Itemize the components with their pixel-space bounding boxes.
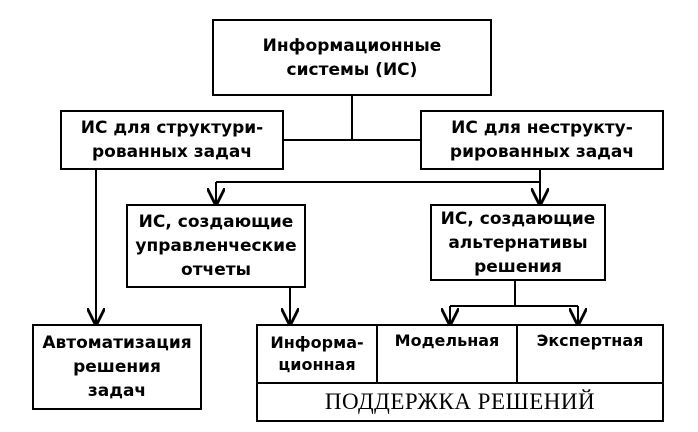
support-informational-cell: Информа- ционная — [258, 326, 378, 382]
reports-node: ИС, создающие управленческие отчеты — [126, 204, 306, 288]
alternatives-node: ИС, создающие альтернативы решения — [430, 204, 606, 281]
structured-node: ИС для структури- рованных задач — [60, 110, 284, 170]
unstructured-label: ИС для неструкту- рированных задач — [449, 118, 635, 162]
support-model-cell: Модельная — [378, 326, 518, 382]
support-informational-label: Информа- ционная — [270, 333, 364, 374]
structured-label: ИС для структури- рованных задач — [80, 118, 264, 162]
reports-label: ИС, создающие управленческие отчеты — [135, 212, 297, 280]
support-expert-cell: Экспертная — [518, 326, 662, 382]
automation-node: Автоматизация решения задач — [32, 324, 202, 410]
support-model-label: Модельная — [394, 331, 500, 350]
alternatives-label: ИС, создающие альтернативы решения — [440, 208, 596, 277]
support-footer: ПОДДЕРЖКА РЕШЕНИЙ — [258, 382, 662, 420]
root-node: Информационные системы (ИС) — [212, 19, 492, 96]
support-expert-label: Экспертная — [536, 331, 644, 350]
support-footer-label: ПОДДЕРЖКА РЕШЕНИЙ — [324, 389, 596, 414]
automation-label: Автоматизация решения задач — [42, 333, 192, 401]
root-label: Информационные системы (ИС) — [262, 35, 442, 80]
unstructured-node: ИС для неструкту- рированных задач — [420, 110, 664, 170]
decision-support-block: Информа- ционная Модельная Экспертная ПО… — [256, 324, 664, 422]
